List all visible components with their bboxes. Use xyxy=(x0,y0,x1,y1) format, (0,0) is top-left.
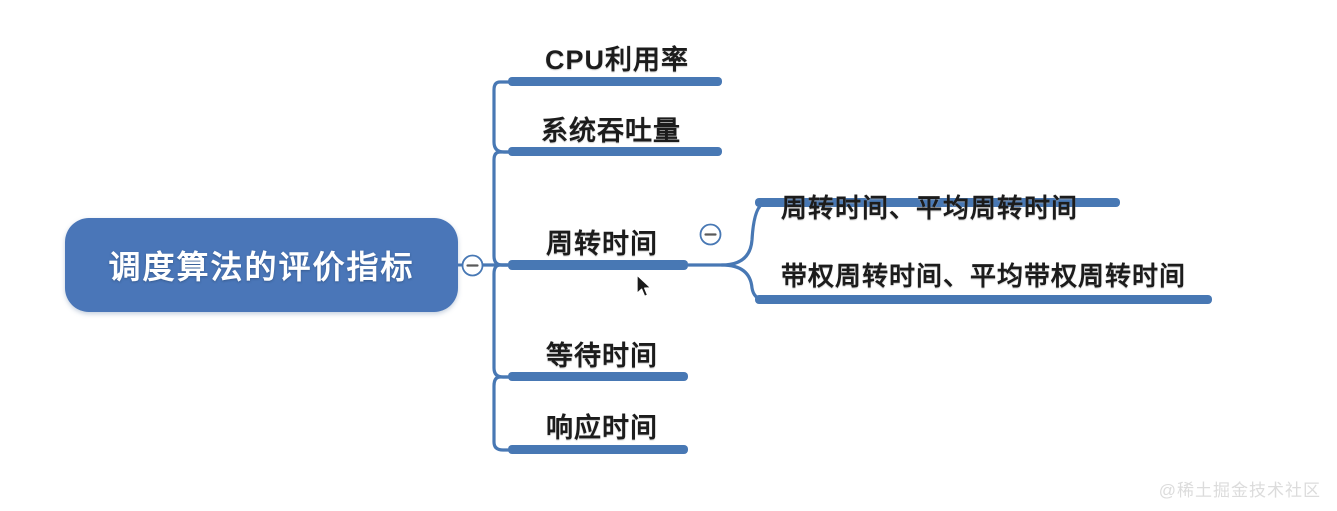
subbranch-label-weighted-turnaround-avg[interactable]: 带权周转时间、平均带权周转时间 xyxy=(781,261,1187,291)
branch-label-system-throughput[interactable]: 系统吞吐量 xyxy=(541,116,681,146)
root-node-label: 调度算法的评价指标 xyxy=(108,249,415,285)
subbranch-label-turnaround-avg[interactable]: 周转时间、平均周转时间 xyxy=(781,193,1079,223)
watermark-text: @稀土掘金技术社区 xyxy=(1158,481,1321,500)
branch-label-waiting-time[interactable]: 等待时间 xyxy=(546,341,658,371)
collapse-minus-icon-turnaround[interactable] xyxy=(699,223,722,246)
branch-label-turnaround-time[interactable]: 周转时间 xyxy=(546,229,658,259)
root-node[interactable]: 调度算法的评价指标 xyxy=(65,218,458,312)
branch-label-response-time[interactable]: 响应时间 xyxy=(546,413,658,443)
collapse-minus-icon-root[interactable] xyxy=(461,254,484,277)
branch-label-cpu-utilization[interactable]: CPU利用率 xyxy=(545,45,690,75)
mouse-pointer-icon xyxy=(636,274,652,298)
